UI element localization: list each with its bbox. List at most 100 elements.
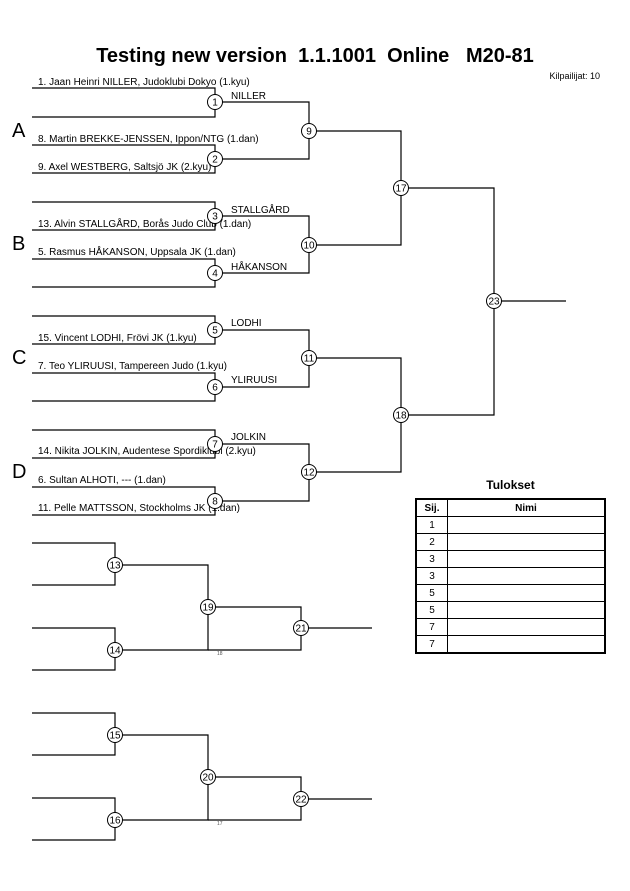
name-cell [447,516,606,534]
competitor-name: 7. Teo YLIRUUSI, Tampereen Judo (1.kyu) [38,361,227,372]
svg-text:4: 4 [212,269,218,280]
competitors-count: Kilpailijat: 10 [549,71,600,81]
svg-text:19: 19 [202,603,214,614]
svg-text:21: 21 [295,624,307,635]
name-cell [447,550,606,568]
competitor-name: 8. Martin BREKKE-JENSSEN, Ippon/NTG (1.d… [38,134,259,145]
name-cell [447,533,606,551]
name-cell [447,584,606,602]
svg-text:8: 8 [212,497,218,508]
svg-text:11: 11 [304,354,315,365]
match-circle: 3 [207,208,223,224]
match-circle: 17 [393,180,409,196]
table-row: 3 [415,567,606,585]
col-place-header: Sij. [415,498,448,517]
place-cell: 2 [415,533,448,551]
competitor-name: 9. Axel WESTBERG, Saltsjö JK (2.kyu) [38,162,211,173]
svg-text:23: 23 [488,297,500,308]
pool-letter-c: C [12,347,26,369]
pool-letter-d: D [12,461,26,483]
match-circle: 2 [207,151,223,167]
competitor-name: 6. Sultan ALHOTI, --- (1.dan) [38,475,166,486]
match-circle: 1 [207,94,223,110]
table-row: 2 [415,533,606,551]
svg-text:9: 9 [306,127,312,138]
table-row: 7 [415,635,606,654]
svg-text:1: 1 [212,98,218,109]
svg-text:17: 17 [395,184,407,195]
svg-text:6: 6 [212,383,218,394]
match-circle: 8 [207,493,223,509]
name-cell [447,635,606,654]
match-circle: 11 [301,350,317,366]
match-circle: 15 [107,727,123,743]
svg-text:20: 20 [202,773,214,784]
match-circle: 20 [200,769,216,785]
match-circle: 13 [107,557,123,573]
table-row: 7 [415,618,606,636]
winner-name: HÅKANSON [231,260,287,273]
competitor-names: 1. Jaan Heinri NILLER, Judoklubi Dokyo (… [38,77,259,514]
match-circle: 9 [301,123,317,139]
winner-name: LODHI [231,318,262,329]
place-cell: 5 [415,601,448,619]
place-cell: 3 [415,550,448,568]
place-cell: 5 [415,584,448,602]
match-circle: 22 [293,791,309,807]
svg-text:5: 5 [212,326,218,337]
repechage-note: 18 [217,651,223,657]
pool-letter-a: A [12,120,26,142]
match-circle: 19 [200,599,216,615]
match-circle: 5 [207,322,223,338]
match-circle: 14 [107,642,123,658]
match-circle: 6 [207,379,223,395]
svg-text:2: 2 [212,155,218,166]
match-circle: 7 [207,436,223,452]
match-circle: 23 [486,293,502,309]
svg-text:7: 7 [212,440,218,451]
svg-text:14: 14 [109,646,121,657]
place-cell: 3 [415,567,448,585]
match-circle: 4 [207,265,223,281]
competitor-name: 1. Jaan Heinri NILLER, Judoklubi Dokyo (… [38,77,250,88]
table-row: 5 [415,601,606,619]
match-circle: 21 [293,620,309,636]
repechage-note: 17 [217,821,223,827]
winner-name: JOLKIN [231,432,266,443]
svg-text:3: 3 [212,212,218,223]
name-cell [447,601,606,619]
results-panel: Tulokset Sij. Nimi 1 2 3 3 5 5 7 7 [415,478,606,654]
competitor-name: 11. Pelle MATTSSON, Stockholms JK (1.dan… [38,503,240,514]
table-row: 3 [415,550,606,568]
svg-text:22: 22 [295,795,307,806]
match-circle: 18 [393,407,409,423]
svg-text:13: 13 [109,561,121,572]
pool-letters: A B C D [12,120,26,483]
match-circle: 16 [107,812,123,828]
competitor-name: 13. Alvin STALLGÅRD, Borås Judo Club (1.… [38,217,251,230]
col-name-header: Nimi [447,498,606,517]
name-cell [447,567,606,585]
pool-letter-b: B [12,233,25,255]
match-circle: 10 [301,237,317,253]
match-circle: 12 [301,464,317,480]
results-title: Tulokset [486,478,535,492]
winner-name: STALLGÅRD [231,203,290,216]
place-cell: 7 [415,618,448,636]
match-circles: 1 2 3 4 5 6 7 8 9 10 11 12 13 14 15 16 1… [107,94,502,828]
page-title: Testing new version 1.1.1001 Online M20-… [96,45,534,67]
svg-text:16: 16 [109,816,121,827]
results-table: Sij. Nimi 1 2 3 3 5 5 7 7 [415,498,606,654]
winner-name: YLIRUUSI [231,375,277,386]
winner-name: NILLER [231,91,266,102]
place-cell: 1 [415,516,448,534]
svg-text:10: 10 [303,241,315,252]
competitor-name: 15. Vincent LODHI, Frövi JK (1.kyu) [38,333,197,344]
place-cell: 7 [415,635,448,654]
table-row: 5 [415,584,606,602]
winner-labels: NILLER STALLGÅRD HÅKANSON LODHI YLIRUUSI… [231,91,290,443]
name-cell [447,618,606,636]
svg-text:12: 12 [303,468,315,479]
table-row: 1 [415,516,606,534]
results-header-row: Sij. Nimi [415,498,606,517]
